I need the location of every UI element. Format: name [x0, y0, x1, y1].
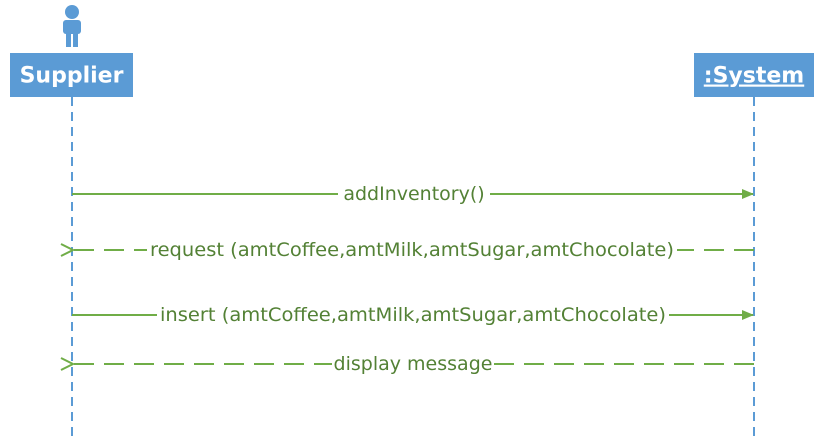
message-insert-label: insert (amtCoffee,amtMilk,amtSugar,amtCh… [160, 304, 666, 326]
message-add-inventory-label: addInventory() [343, 183, 484, 205]
message-request: request (amtCoffee,amtMilk,amtSugar,amtC… [73, 237, 754, 263]
message-insert: insert (amtCoffee,amtMilk,amtSugar,amtCh… [72, 302, 754, 328]
participant-system-label: :System [704, 64, 804, 89]
message-add-inventory: addInventory() [72, 181, 754, 207]
participant-supplier-label: Supplier [20, 64, 124, 89]
message-display-label: display message [334, 353, 493, 375]
message-display: display message [73, 351, 754, 377]
participant-supplier: Supplier [10, 53, 133, 97]
message-request-label: request (amtCoffee,amtMilk,amtSugar,amtC… [150, 239, 674, 261]
actor-icon [63, 5, 81, 47]
participant-system: :System [694, 53, 814, 97]
